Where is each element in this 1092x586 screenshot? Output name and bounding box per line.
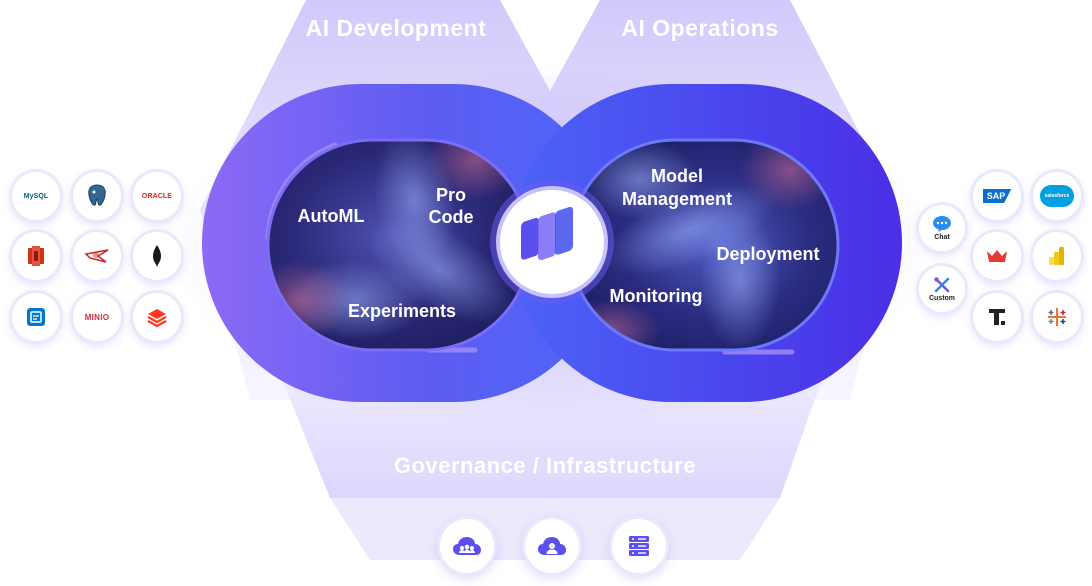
- monitoring-label: Monitoring: [610, 286, 703, 306]
- tools-icon: [934, 277, 950, 293]
- governance-infrastructure-label: Governance / Infrastructure: [394, 453, 696, 478]
- model-management-label-line1: Model: [651, 166, 703, 186]
- databricks-logo-icon: [133, 293, 181, 341]
- tableau-logo-icon: [1033, 293, 1081, 341]
- pro-code-label-line1: Pro: [436, 185, 466, 205]
- custom-integration: Custom: [919, 266, 965, 312]
- salesforce-logo-icon: salesforce: [1033, 172, 1081, 220]
- pro-code-label-line2: Code: [429, 207, 474, 227]
- custom-label: Custom: [928, 295, 956, 302]
- ai-operations-label: AI Operations: [621, 15, 778, 41]
- cloud-user-icon: [525, 519, 579, 573]
- experiments-label: Experiments: [348, 301, 456, 321]
- crown-logo-icon: [973, 232, 1021, 280]
- t-logo-icon: [973, 293, 1021, 341]
- platform-logo-icon: [521, 206, 573, 261]
- chat-integration: Chat: [919, 205, 965, 251]
- minio-logo-icon: MINIO: [73, 293, 121, 341]
- oracle-logo-icon: ORACLE: [133, 172, 181, 220]
- ai-development-label: AI Development: [306, 15, 487, 41]
- deployment-label: Deployment: [716, 244, 819, 264]
- cassandra-logo-icon: [73, 232, 121, 280]
- cloud-users-icon: [440, 519, 494, 573]
- mongodb-logo-icon: [133, 232, 181, 280]
- postgresql-logo-icon: [73, 172, 121, 220]
- chat-bubble-icon: [933, 216, 951, 232]
- server-stack-icon: [612, 519, 666, 573]
- chat-label: Chat: [934, 234, 950, 241]
- mysql-logo-icon: MySQL: [12, 172, 60, 220]
- sap-logo-icon: SAP: [973, 172, 1021, 220]
- azure-storage-logo-icon: [12, 293, 60, 341]
- aws-s3-logo-icon: [12, 232, 60, 280]
- automl-label: AutoML: [298, 206, 365, 226]
- powerbi-logo-icon: [1033, 232, 1081, 280]
- model-management-label-line2: Management: [622, 189, 732, 209]
